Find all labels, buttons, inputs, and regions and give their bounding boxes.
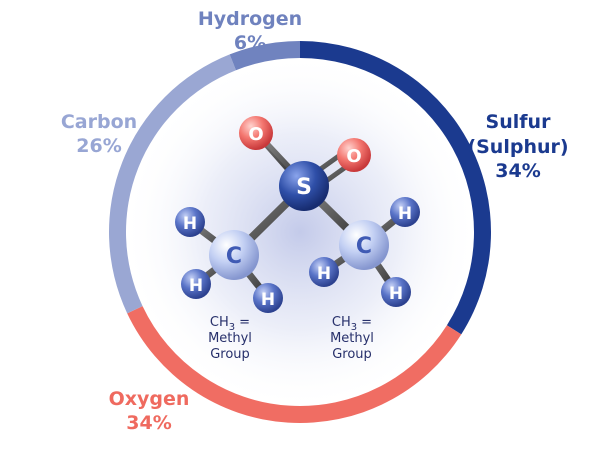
label-sulfur: Sulfur (Sulphur) 34% [467, 111, 568, 182]
oxygen-symbol: O [346, 146, 361, 167]
label-sulfur-value: 34% [495, 160, 540, 182]
inner-glow [122, 54, 478, 410]
hydrogen-atom-4: H [390, 197, 420, 227]
hydrogen-symbol: H [398, 204, 412, 224]
hydrogen-symbol: H [189, 276, 203, 296]
hydrogen-atom-5: H [309, 257, 339, 287]
carbon-atom-left: C [209, 230, 259, 280]
label-hydrogen-value: 6% [234, 32, 266, 54]
label-sulfur-name: Sulfur [486, 111, 552, 133]
methyl-group-word: Group [332, 347, 372, 362]
carbon-atom-right: C [339, 220, 389, 270]
hydrogen-atom-1: H [175, 207, 205, 237]
methyl-name: Methyl [330, 331, 374, 346]
label-oxygen: Oxygen 34% [109, 388, 190, 434]
methyl-group-word: Group [210, 347, 250, 362]
sulfur-symbol: S [296, 175, 312, 200]
label-hydrogen-name: Hydrogen [198, 8, 302, 30]
oxygen-symbol: O [248, 124, 263, 145]
slice-hydrogen [229, 41, 300, 71]
hydrogen-symbol: H [261, 290, 275, 310]
hydrogen-atom-3: H [253, 283, 283, 313]
label-oxygen-value: 34% [126, 412, 171, 434]
label-sulfur-alt: (Sulphur) [467, 136, 568, 158]
hydrogen-atom-2: H [181, 269, 211, 299]
label-carbon: Carbon 26% [61, 111, 137, 157]
sulfur-atom: S [279, 161, 329, 211]
oxygen-atom-right: O [337, 138, 371, 172]
carbon-symbol: C [226, 244, 242, 269]
hydrogen-atom-6: H [381, 277, 411, 307]
methyl-name: Methyl [208, 331, 252, 346]
dimethyl-sulfone-molecule: O O S C C H H H [175, 116, 420, 362]
hydrogen-symbol: H [389, 284, 403, 304]
methyl-formula: CH3= [332, 315, 372, 333]
slice-oxygen [127, 306, 462, 424]
hydrogen-symbol: H [317, 264, 331, 284]
label-hydrogen: Hydrogen 6% [198, 8, 302, 54]
carbon-symbol: C [356, 234, 372, 259]
slice-carbon [109, 54, 236, 314]
donut-ring [109, 41, 491, 424]
hydrogen-symbol: H [183, 214, 197, 234]
methyl-formula: CH3= [210, 315, 250, 333]
methyl-caption-right: CH3= Methyl Group [330, 315, 374, 362]
methyl-caption-left: CH3= Methyl Group [208, 315, 252, 362]
label-carbon-value: 26% [76, 135, 121, 157]
oxygen-atom-left: O [239, 116, 273, 150]
label-oxygen-name: Oxygen [109, 388, 190, 410]
slice-sulfur [300, 41, 491, 335]
label-carbon-name: Carbon [61, 111, 137, 133]
